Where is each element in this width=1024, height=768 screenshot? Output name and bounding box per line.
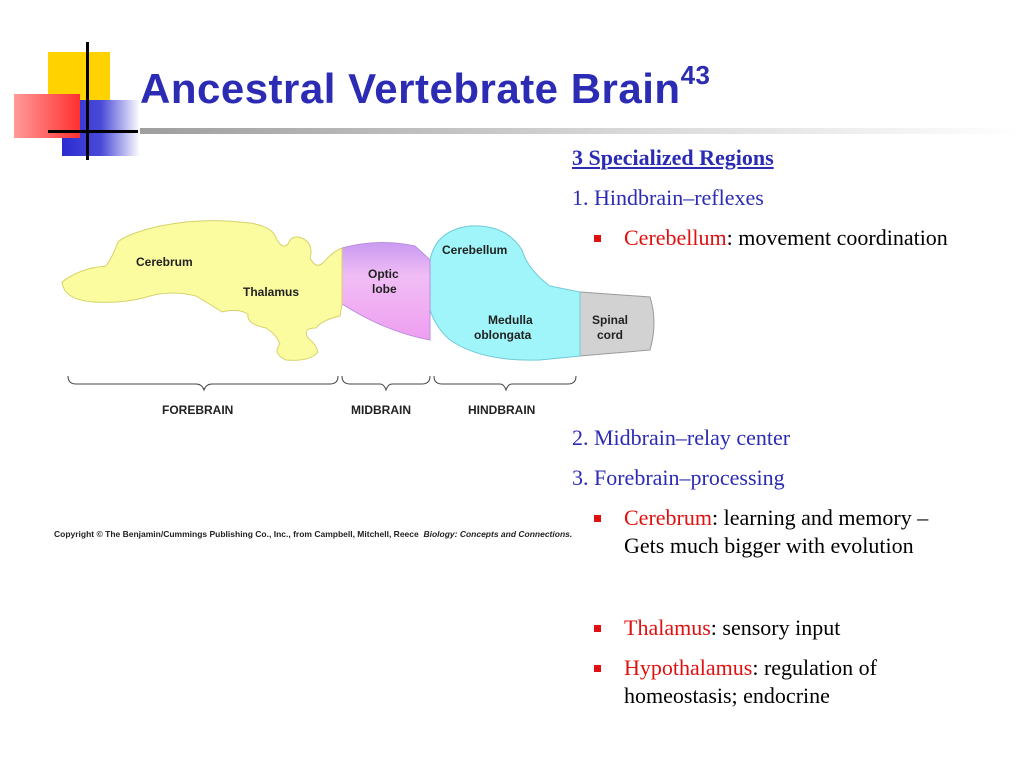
section-label-midbrain: MIDBRAIN bbox=[351, 403, 411, 417]
decorative-horizontal-line bbox=[48, 130, 138, 133]
section-label-forebrain: FOREBRAIN bbox=[162, 403, 233, 417]
label-medulla-line2: oblongata bbox=[474, 328, 532, 342]
slide-title-superscript: 43 bbox=[680, 60, 711, 90]
decorative-vertical-line bbox=[86, 42, 89, 160]
midbrain-shape bbox=[341, 241, 431, 341]
slide-title: Ancestral Vertebrate Brain43 bbox=[140, 60, 711, 113]
copyright-text: Copyright © The Benjamin/Cummings Publis… bbox=[54, 529, 419, 539]
label-optic-lobe-line1: Optic bbox=[368, 267, 399, 281]
bullet-cerebellum: Cerebellum: movement coordination bbox=[594, 224, 962, 252]
desc-cerebellum: : movement coordination bbox=[726, 225, 948, 250]
term-cerebellum: Cerebellum bbox=[624, 225, 727, 250]
term-cerebrum: Cerebrum bbox=[624, 505, 712, 530]
bullet-cerebrum: Cerebrum: learning and memory – Gets muc… bbox=[594, 504, 964, 560]
bullet-square-icon bbox=[594, 625, 601, 632]
bullet-hypothalamus: Hypothalamus: regulation of homeostasis;… bbox=[594, 654, 964, 710]
copyright-notice: Copyright © The Benjamin/Cummings Publis… bbox=[54, 529, 572, 539]
bullet-square-icon bbox=[594, 515, 601, 522]
hindbrain-bracket bbox=[433, 375, 577, 392]
hindbrain-shape bbox=[429, 225, 581, 361]
label-optic-lobe-line2: lobe bbox=[372, 282, 397, 296]
desc-cerebrum: : learning and memory – Gets much bigger… bbox=[624, 505, 929, 558]
label-cerebellum: Cerebellum bbox=[442, 243, 507, 257]
title-underline-rule bbox=[140, 128, 1024, 134]
label-thalamus: Thalamus bbox=[243, 285, 299, 299]
regions-heading: 3 Specialized Regions bbox=[572, 145, 774, 170]
slide-title-text: Ancestral Vertebrate Brain bbox=[140, 65, 681, 112]
bullet-square-icon bbox=[594, 235, 601, 242]
desc-thalamus: : sensory input bbox=[710, 615, 841, 640]
label-spinal-line1: Spinal bbox=[592, 313, 628, 327]
forebrain-line: 3. Forebrain–processing bbox=[572, 465, 785, 490]
desc-hypothalamus: : regulation of homeostasis; endocrine bbox=[624, 655, 877, 708]
label-medulla-line1: Medulla bbox=[488, 313, 533, 327]
bullet-square-icon bbox=[594, 665, 601, 672]
midbrain-bracket bbox=[341, 375, 431, 392]
forebrain-shape bbox=[61, 220, 343, 361]
hindbrain-line: 1. Hindbrain–reflexes bbox=[572, 185, 764, 210]
term-thalamus: Thalamus bbox=[624, 615, 711, 640]
label-spinal-line2: cord bbox=[597, 328, 623, 342]
bullet-thalamus: Thalamus: sensory input bbox=[594, 614, 962, 642]
copyright-book-title: Biology: Concepts and Connections. bbox=[423, 529, 573, 539]
midbrain-line: 2. Midbrain–relay center bbox=[572, 425, 791, 450]
label-cerebrum: Cerebrum bbox=[136, 255, 193, 269]
spinal-cord-shape bbox=[579, 291, 655, 357]
term-hypothalamus: Hypothalamus bbox=[624, 655, 753, 680]
section-label-hindbrain: HINDBRAIN bbox=[468, 403, 535, 417]
forebrain-bracket bbox=[67, 375, 339, 392]
brain-diagram: Cerebrum Thalamus Optic lobe Cerebellum … bbox=[61, 220, 655, 417]
